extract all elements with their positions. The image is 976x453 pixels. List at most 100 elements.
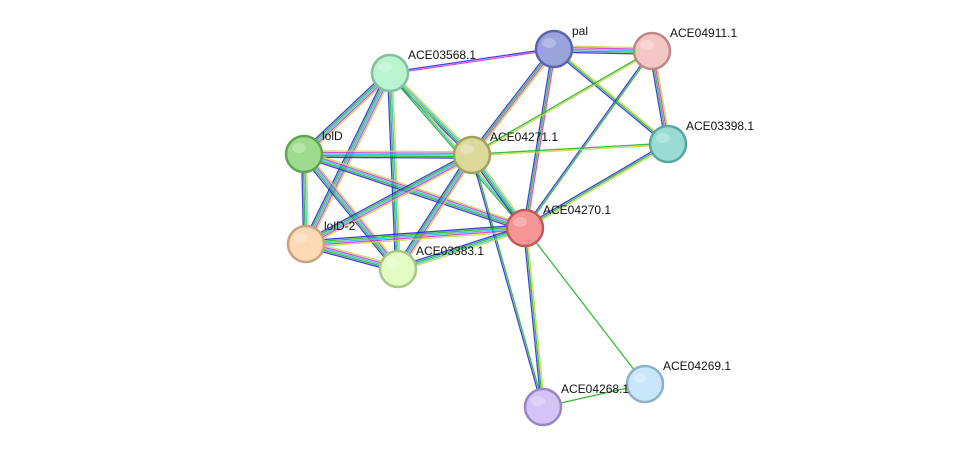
- edge-line-cooccurrence: [470, 155, 543, 408]
- node-ACE04911.1[interactable]: ACE04911.1: [632, 26, 737, 71]
- node-highlight: [386, 258, 400, 268]
- edge-line-text_mining: [391, 70, 475, 154]
- edge-line-experiments: [306, 73, 393, 245]
- edge-line-text_mining: [554, 47, 670, 144]
- edge-line-cooccurrence: [523, 50, 652, 228]
- node-highlight: [633, 373, 647, 383]
- node-circle[interactable]: [534, 29, 574, 69]
- node-highlight: [294, 233, 308, 243]
- node-highlight: [378, 62, 392, 72]
- edge-line-neighborhood: [524, 143, 669, 229]
- node-highlight: [531, 396, 545, 406]
- edge-line-text_mining: [308, 74, 394, 246]
- node-lolD-2[interactable]: lolD-2: [286, 219, 356, 264]
- edge-ACE04271.1-lolD-2[interactable]: [304, 151, 474, 248]
- edge-ACE03568.1-lolD[interactable]: [301, 70, 393, 157]
- node-ACE03398.1[interactable]: ACE03398.1: [648, 119, 754, 164]
- edge-line-cooccurrence: [523, 142, 668, 228]
- edge-line-experiments: [390, 49, 555, 75]
- node-circle[interactable]: [625, 364, 665, 404]
- edge-line-text_mining: [400, 156, 476, 272]
- edge-pal-ACE04270.1[interactable]: [522, 48, 557, 229]
- node-lolD[interactable]: lolD: [284, 129, 343, 174]
- node-label: ACE04268.1: [561, 382, 629, 396]
- edge-line-cooccurrence: [469, 47, 553, 154]
- node-circle[interactable]: [284, 134, 324, 174]
- node-ACE04271.1[interactable]: ACE04271.1: [452, 130, 558, 175]
- node-label: ACE04269.1: [663, 359, 731, 373]
- node-highlight: [292, 143, 306, 153]
- edge-line-databases: [303, 153, 473, 156]
- edge-line-neighborhood: [302, 154, 398, 271]
- node-highlight: [656, 133, 670, 143]
- edge-ACE04271.1-ACE04268.1[interactable]: [470, 154, 545, 408]
- node-pal[interactable]: pal: [534, 24, 588, 69]
- edge-line-neighborhood: [397, 226, 525, 269]
- edge-pal-ACE03568.1[interactable]: [389, 47, 555, 75]
- edge-pal-ACE03398.1[interactable]: [552, 47, 670, 146]
- edge-line-text_mining: [398, 229, 526, 272]
- node-circle[interactable]: [632, 31, 672, 71]
- edge-line-cooccurrence: [397, 225, 525, 268]
- edge-line-experiments: [472, 49, 556, 156]
- node-label: ACE04271.1: [490, 130, 558, 144]
- node-circle[interactable]: [378, 249, 418, 289]
- edge-line-text_mining: [305, 151, 401, 268]
- edge-line-experiments: [304, 73, 392, 156]
- edge-line-experiments: [525, 49, 557, 229]
- node-circle[interactable]: [505, 208, 545, 248]
- edge-ACE03398.1-ACE04270.1[interactable]: [523, 142, 670, 230]
- edge-line-neighborhood: [396, 153, 472, 269]
- edge-line-cooccurrence: [389, 47, 554, 73]
- node-label: ACE04270.1: [543, 203, 611, 217]
- node-highlight: [542, 38, 556, 48]
- edge-line-databases: [303, 72, 391, 155]
- edge-ACE04270.1-ACE04269.1[interactable]: [524, 227, 646, 385]
- edge-line-neighborhood: [470, 48, 554, 155]
- edge-ACE04911.1-ACE04270.1[interactable]: [523, 50, 654, 229]
- edge-line-cooccurrence: [394, 152, 470, 268]
- edge-line-text_mining: [472, 51, 653, 157]
- edge-line-databases: [305, 72, 391, 245]
- edge-line-neighborhood: [472, 154, 545, 407]
- edge-line-neighborhood: [553, 48, 669, 145]
- edge-line-cooccurrence: [303, 156, 472, 159]
- edge-line-databases: [398, 228, 526, 271]
- edge-ACE04911.1-ACE04271.1[interactable]: [471, 49, 653, 157]
- node-ACE04270.1[interactable]: ACE04270.1: [505, 203, 611, 248]
- edge-ACE04270.1-lolD-2[interactable]: [305, 224, 526, 248]
- edge-ACE04270.1-ACE03383.1[interactable]: [397, 225, 526, 272]
- node-ACE04269.1[interactable]: ACE04269.1: [625, 359, 731, 404]
- edge-line-cooccurrence: [302, 156, 525, 232]
- edge-lolD-ACE03383.1[interactable]: [301, 151, 401, 272]
- edge-line-neighborhood: [305, 225, 525, 244]
- node-highlight: [513, 217, 527, 227]
- node-circle[interactable]: [370, 53, 410, 93]
- node-ACE04268.1[interactable]: ACE04268.1: [523, 382, 629, 427]
- edges-layer: [300, 45, 672, 408]
- edge-ACE03398.1-ACE04271.1[interactable]: [471, 142, 669, 157]
- edge-ACE04270.1-ACE04268.1[interactable]: [522, 227, 546, 408]
- edge-line-neighborhood: [303, 154, 525, 231]
- node-ACE03568.1[interactable]: ACE03568.1: [370, 48, 476, 93]
- node-ACE03383.1[interactable]: ACE03383.1: [378, 244, 484, 289]
- node-label: lolD: [322, 129, 343, 143]
- node-circle[interactable]: [648, 124, 688, 164]
- edge-line-neighborhood: [471, 142, 668, 155]
- edge-ACE04271.1-ACE03383.1[interactable]: [394, 152, 476, 272]
- edge-lolD-ACE04271.1[interactable]: [303, 150, 473, 159]
- node-label: ACE04911.1: [670, 26, 737, 40]
- node-circle[interactable]: [286, 224, 326, 264]
- edge-line-text_mining: [304, 150, 473, 153]
- node-label: ACE03398.1: [686, 119, 754, 133]
- edge-line-neighborhood: [471, 49, 652, 155]
- node-label: ACE03568.1: [408, 48, 476, 62]
- edge-line-text_mining: [473, 50, 557, 157]
- edge-line-neighborhood: [524, 227, 646, 385]
- edge-pal-ACE04271.1[interactable]: [469, 47, 557, 157]
- node-circle[interactable]: [452, 135, 492, 175]
- node-circle[interactable]: [523, 387, 563, 427]
- edge-line-databases: [305, 154, 473, 245]
